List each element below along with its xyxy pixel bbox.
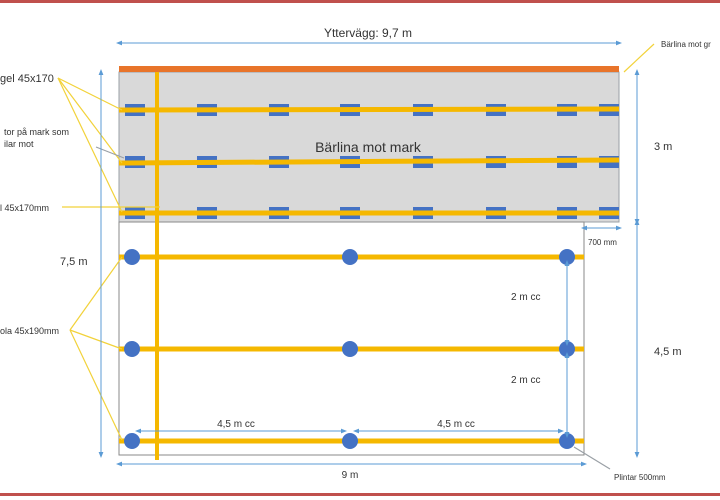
- plinths: [124, 249, 575, 449]
- callout-line: [69, 329, 123, 441]
- plinth: [342, 341, 358, 357]
- plinth: [124, 433, 140, 449]
- label-beam-lower: ola 45x190mm: [0, 326, 59, 336]
- plinth: [342, 249, 358, 265]
- plinth: [559, 433, 575, 449]
- callout-lines: [57, 43, 655, 470]
- upper-joist: [118, 106, 620, 113]
- label-height-total: 7,5 m: [60, 256, 88, 268]
- label-joist-top: gel 45x170: [0, 73, 54, 85]
- foundation-outline: [118, 221, 585, 456]
- label-overhang: 700 mm: [588, 238, 617, 247]
- callout-line: [69, 256, 123, 331]
- plinth: [124, 341, 140, 357]
- label-width: 9 m: [342, 470, 359, 481]
- plinth: [559, 341, 575, 357]
- callout-line: [573, 446, 611, 470]
- label-upper: 3 m: [654, 141, 672, 153]
- plinth: [124, 249, 140, 265]
- plinth: [559, 249, 575, 265]
- outer-wall-beam: [119, 66, 619, 72]
- upper-joist: [118, 157, 620, 166]
- top-frame-line: [0, 0, 720, 3]
- label-joist-mid: l 45x170mm: [0, 203, 49, 213]
- label-outer-wall: Yttervägg: 9,7 m: [324, 26, 412, 40]
- label-ground-beam-top: Bärlina mot gr: [661, 40, 711, 49]
- label-blocks-note-2: ilar mot: [4, 139, 34, 149]
- bottom-frame-line: [0, 493, 720, 496]
- ground-zone: [119, 72, 619, 222]
- callout-line: [57, 77, 123, 213]
- label-spacing-2: 2 m cc: [511, 375, 540, 386]
- label-lower: 4,5 m: [654, 346, 682, 358]
- plinth: [342, 433, 358, 449]
- label-span-right: 4,5 m cc: [437, 419, 475, 430]
- upper-joists: [118, 106, 620, 216]
- callout-line: [57, 77, 123, 111]
- label-ground-beam-center: Bärlina mot mark: [315, 139, 422, 155]
- dimension-lines: [98, 40, 640, 467]
- labels: Yttervägg: 9,7 m Bärlina mot gr Bärlina …: [0, 26, 711, 482]
- callout-line: [57, 77, 123, 164]
- label-span-left: 4,5 m cc: [217, 419, 255, 430]
- label-blocks-note-1: tor på mark som: [4, 127, 69, 137]
- callout-line: [623, 43, 655, 73]
- callout-line: [69, 329, 123, 350]
- label-spacing-1: 2 m cc: [511, 292, 540, 303]
- label-plinth-note: Plintar 500mm: [614, 473, 666, 482]
